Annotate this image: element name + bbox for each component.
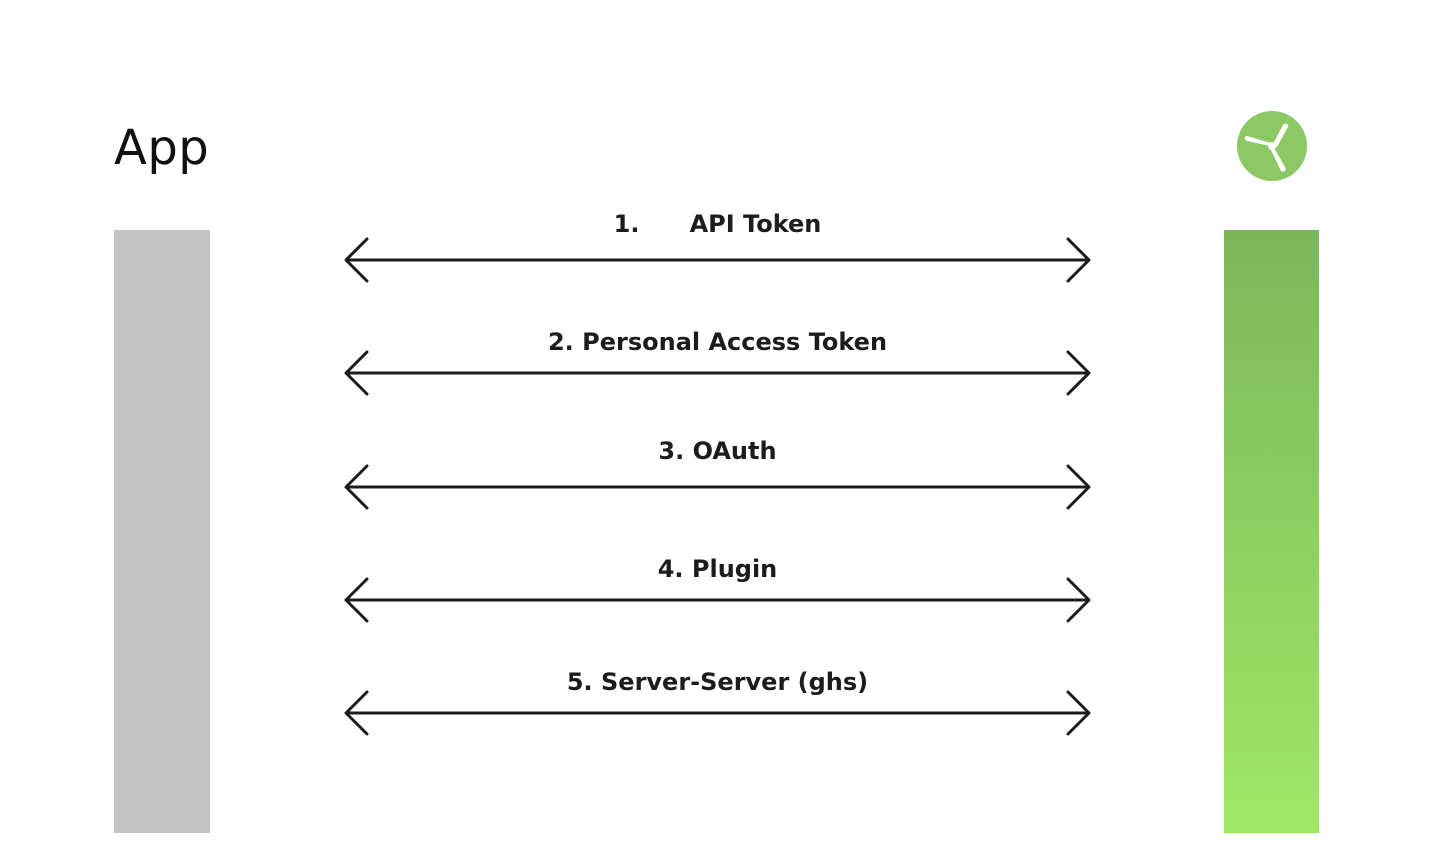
flow-label: 1. API Token: [613, 210, 822, 238]
double-arrow-icon: [344, 350, 1091, 396]
double-arrow-icon: [344, 690, 1091, 736]
flow-label: 2. Personal Access Token: [547, 328, 888, 356]
app-lifeline-bar: [114, 230, 210, 833]
flow-label: 4. Plugin: [657, 555, 778, 583]
flow-plugin: 4. Plugin: [340, 554, 1095, 634]
flow-personal-access-token: 2. Personal Access Token: [340, 327, 1095, 407]
flow-oauth: 3. OAuth: [340, 436, 1095, 516]
flow-label: 5. Server-Server (ghs): [566, 668, 869, 696]
double-arrow-icon: [344, 237, 1091, 283]
flow-api-token: 1. API Token: [340, 209, 1095, 289]
flow-label: 3. OAuth: [658, 437, 777, 465]
app-title: App: [114, 120, 210, 176]
windmill-logo-icon: [1237, 111, 1307, 181]
flow-server-server: 5. Server-Server (ghs): [340, 667, 1095, 747]
double-arrow-icon: [344, 577, 1091, 623]
double-arrow-icon: [344, 464, 1091, 510]
service-lifeline-bar: [1224, 230, 1319, 833]
